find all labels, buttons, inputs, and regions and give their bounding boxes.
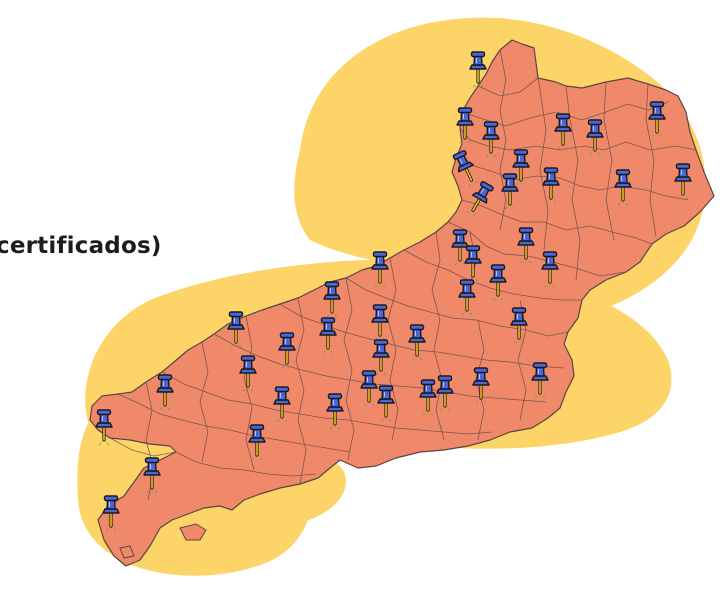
pushpin-icon	[542, 167, 560, 204]
pushpin-icon	[472, 367, 490, 404]
municipal-border	[499, 49, 507, 231]
pushpin-icon	[143, 457, 161, 494]
municipal-border	[279, 303, 565, 369]
pushpin-icon	[451, 229, 469, 266]
pushpin-icon	[489, 264, 507, 301]
pushpin-icon	[510, 307, 528, 344]
municipal-border	[475, 319, 485, 441]
pushpin-icon	[436, 375, 454, 412]
municipal-border	[517, 299, 527, 421]
pushpin-icon	[541, 251, 559, 288]
pushpin-icon	[248, 424, 266, 461]
pushpin-icon	[239, 355, 257, 392]
municipal-border	[243, 315, 255, 471]
island-south	[179, 523, 207, 541]
municipal-border	[459, 127, 697, 151]
pushpin-icon	[512, 149, 530, 186]
pushpin-icon	[466, 180, 494, 218]
municipal-border	[175, 451, 317, 477]
municipal-border	[117, 393, 351, 453]
pushpin-icon	[674, 163, 692, 200]
pushpin-icon	[95, 409, 113, 446]
municipal-border	[533, 47, 549, 251]
pushpin-icon	[371, 251, 389, 288]
municipal-border	[345, 277, 569, 337]
municipal-border	[431, 231, 445, 441]
pushpin-icon	[482, 121, 500, 158]
pushpin-icon	[452, 150, 479, 187]
municipal-border	[403, 249, 582, 301]
municipal-border	[199, 341, 209, 463]
pushpin-icon	[319, 317, 337, 354]
pushpin-icon	[227, 311, 245, 348]
municipal-border	[387, 257, 399, 441]
pushpin-icon	[102, 495, 120, 532]
municipal-border	[109, 437, 177, 457]
pushpin-icon	[377, 385, 395, 422]
municipal-border	[477, 77, 539, 97]
pushpin-icon	[273, 386, 291, 423]
pushpin-icon	[372, 339, 390, 376]
pushpin-icon	[531, 362, 549, 399]
municipal-border	[455, 157, 689, 201]
pushpin-icon	[456, 107, 474, 144]
pushpin-icon	[464, 245, 482, 282]
pushpin-icon	[614, 169, 632, 206]
municipal-border	[343, 277, 355, 461]
municipal-border	[461, 199, 653, 245]
pushpin-icon	[419, 379, 437, 416]
pushpin-icon	[278, 332, 296, 369]
caption-text: certificados)	[0, 233, 162, 259]
pushpin-icon	[408, 324, 426, 361]
pushpin-icon	[323, 281, 341, 318]
island-small	[119, 545, 135, 559]
pushpin-icon	[586, 119, 604, 156]
pushpin-icon	[501, 173, 519, 210]
pushpin-icon	[360, 370, 378, 407]
municipal-border	[447, 221, 627, 277]
pushpin-icon	[156, 374, 174, 411]
pushpin-icon	[326, 393, 344, 430]
municipal-border	[645, 83, 657, 237]
municipal-border	[161, 371, 493, 435]
pushpin-icon	[554, 113, 572, 150]
municipal-border	[603, 81, 615, 241]
pins-layer	[95, 51, 692, 532]
pushpin-icon	[469, 51, 487, 88]
municipal-border	[295, 297, 307, 485]
pushpin-icon	[458, 279, 476, 316]
pushpin-icon	[371, 304, 389, 341]
pushpin-icon	[517, 227, 535, 264]
pushpin-icon	[648, 101, 666, 138]
